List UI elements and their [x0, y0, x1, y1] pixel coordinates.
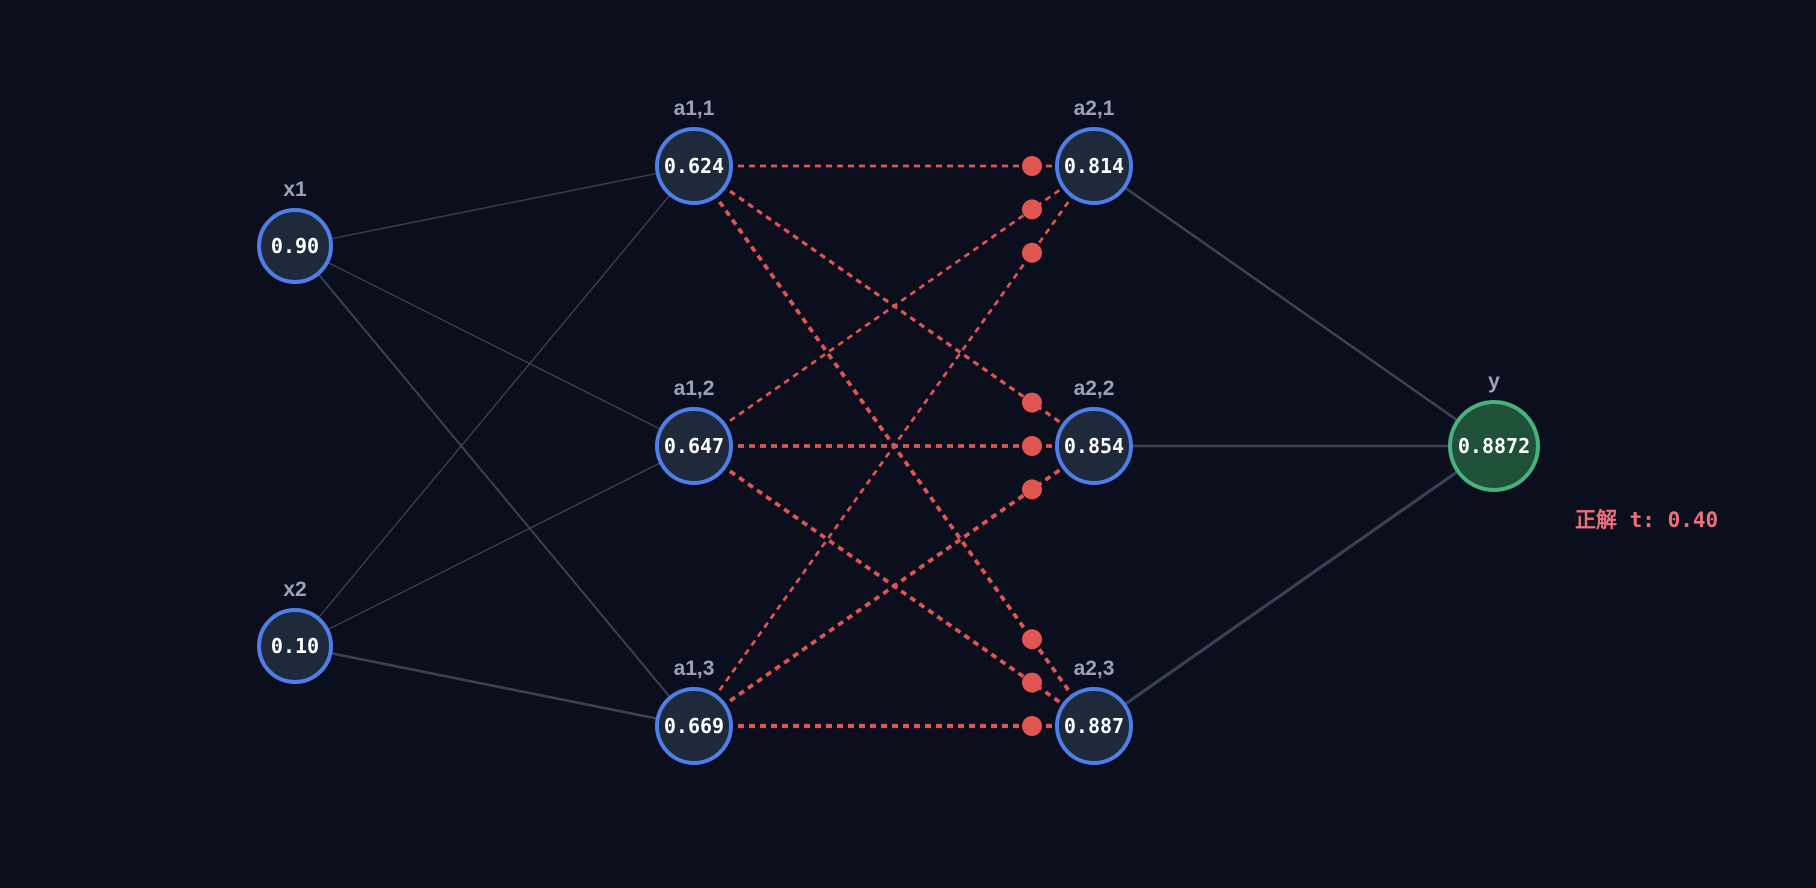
- node-circle: [655, 687, 733, 765]
- node-a12: 0.647 a1,2: [655, 377, 733, 485]
- node-label: y: [1488, 370, 1500, 393]
- node-value: 0.854: [1064, 434, 1124, 458]
- node-a22: 0.854 a2,2: [1055, 377, 1133, 485]
- edge-endpoint-dot-a11-a21: [1022, 156, 1042, 176]
- node-label: a1,2: [674, 377, 715, 400]
- node-value: 0.647: [664, 434, 724, 458]
- node-value: 0.90: [271, 234, 319, 258]
- edge-endpoints-layer: [1022, 156, 1042, 736]
- edges-layer: [294, 164, 1495, 729]
- node-a13: 0.669 a1,3: [655, 657, 733, 765]
- node-x2: 0.10 x2: [257, 578, 333, 684]
- node-label: x1: [283, 178, 307, 201]
- node-circle: [1055, 687, 1133, 765]
- edge-endpoint-dot-a12-a22: [1022, 436, 1042, 456]
- edge-endpoint-dot-a11-a23: [1022, 629, 1042, 650]
- edge-x2-a13: [294, 644, 695, 728]
- node-value: 0.624: [664, 154, 724, 178]
- node-label: a1,3: [674, 657, 715, 680]
- node-a21: 0.814 a2,1: [1055, 97, 1133, 205]
- node-circle: [257, 608, 333, 684]
- node-value: 0.887: [1064, 714, 1124, 738]
- node-label: x2: [283, 578, 306, 601]
- edge-a21-y: [1093, 164, 1495, 448]
- node-label: a2,3: [1074, 657, 1115, 680]
- edge-endpoint-dot-a13-a22: [1022, 479, 1042, 500]
- edge-endpoint-dot-a11-a22: [1022, 392, 1042, 413]
- node-value: 0.8872: [1458, 434, 1530, 458]
- node-value: 0.669: [664, 714, 724, 738]
- target-value-text: 正解 t: 0.40: [1575, 508, 1718, 532]
- edge-endpoint-dot-a12-a21: [1022, 199, 1042, 220]
- node-circle: [1055, 407, 1133, 485]
- edge-x1-a12: [294, 245, 695, 447]
- node-a11: 0.624 a1,1: [655, 97, 733, 205]
- edge-a23-y: [1093, 444, 1495, 728]
- edge-x2-a12: [294, 445, 695, 647]
- node-y: 0.8872 y: [1448, 370, 1540, 492]
- node-circle: [655, 407, 733, 485]
- edge-x1-a11: [294, 165, 695, 247]
- edge-x1-a13: [294, 245, 695, 727]
- node-a23: 0.887 a2,3: [1055, 657, 1133, 765]
- node-x1: 0.90 x1: [257, 178, 333, 284]
- edge-endpoint-dot-a12-a23: [1022, 672, 1042, 693]
- node-label: a1,1: [674, 97, 715, 120]
- edge-x2-a11: [294, 165, 695, 647]
- node-label: a2,1: [1074, 97, 1115, 120]
- node-value: 0.814: [1064, 154, 1124, 178]
- edge-a13-a22: [692, 444, 1096, 728]
- edge-endpoint-dot-a13-a21: [1022, 242, 1042, 263]
- node-circle: [257, 208, 333, 284]
- node-circle: [655, 127, 733, 205]
- node-value: 0.10: [271, 634, 319, 658]
- node-circle: [1055, 127, 1133, 205]
- node-circle: [1448, 400, 1540, 492]
- edge-a12-a21: [693, 164, 1095, 448]
- edge-endpoint-dot-a13-a23: [1022, 716, 1042, 736]
- nodes-layer: 0.90x10.10x20.624a1,10.647a1,20.669a1,30…: [257, 97, 1540, 765]
- node-label: a2,2: [1074, 377, 1115, 400]
